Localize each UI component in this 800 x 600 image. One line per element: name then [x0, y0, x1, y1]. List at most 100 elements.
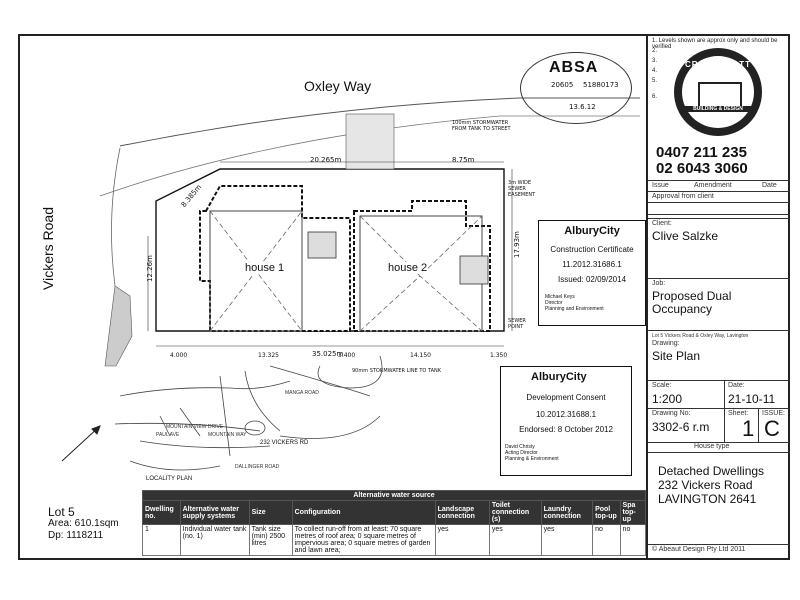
- desc-line-2: 232 Vickers Road: [658, 478, 753, 492]
- road-edge-line: [99, 115, 640, 197]
- locality-plan-label: LOCALITY PLAN: [146, 476, 193, 482]
- absa-stamp: ABSA 20605 51880173 13.6.12: [520, 52, 632, 124]
- cc-org: AlburyCity: [564, 225, 620, 237]
- dc-title: Development Consent: [526, 393, 606, 402]
- wt-header: Toilet connection (s): [488, 500, 542, 525]
- cc-title: Construction Certificate: [550, 245, 634, 254]
- scale-value: 1:200: [652, 392, 683, 406]
- loc-street-3: MANGA ROAD: [285, 390, 319, 396]
- loc-street-2: MOUNTAIN WAY: [208, 432, 247, 438]
- wt-cell: yes: [488, 524, 542, 556]
- address-small: Lot 5 Vickers Road & Oxley Way, Lavingto…: [652, 333, 749, 339]
- stormwater-line: [317, 355, 383, 389]
- wt-cell: no: [592, 524, 621, 556]
- water-source-table: Alternative water source Dwelling no. Al…: [142, 490, 647, 556]
- note-5: 5.: [652, 78, 658, 84]
- lot-area: Area: 610.1sqm: [48, 518, 119, 529]
- table-row: 1 Individual water tank (no. 1) Tank siz…: [142, 524, 647, 556]
- drawing-no-label: Drawing No:: [652, 410, 691, 417]
- site-plan: MOUNTAIN VIEW DRIVE PAUL AVE MOUNTAIN WA…: [61, 97, 640, 471]
- house-1-porch: [307, 231, 337, 259]
- locality-map: [114, 365, 381, 471]
- wt-cell: no: [619, 524, 647, 556]
- house-1-outline: [199, 185, 351, 332]
- date-label: Date:: [728, 382, 745, 389]
- wt-cell: yes: [434, 524, 490, 556]
- wt-header: Spa top-up: [619, 500, 647, 525]
- dim-top-right: 8.75m: [452, 156, 475, 164]
- wt-cell: Tank size (min) 2500 litres: [248, 524, 293, 556]
- wt-header: Size: [248, 500, 293, 525]
- date-header: Date: [762, 182, 777, 189]
- house-type-label: House type: [694, 443, 730, 450]
- dc-endorsed: Endorsed: 8 October 2012: [519, 425, 613, 434]
- cc-role2: Planning and Environment: [545, 306, 604, 312]
- sheet-label: Sheet:: [728, 410, 749, 417]
- wt-header: Pool top-up: [592, 500, 621, 525]
- wt-header: Laundry connection: [540, 500, 594, 525]
- dc-number: 10.2012.31688.1: [535, 410, 597, 419]
- company-name: CRAIG SCOTT: [684, 60, 752, 69]
- job-label: Job:: [652, 280, 666, 287]
- wt-header: Dwelling no.: [142, 500, 181, 525]
- client-name: Clive Salzke: [652, 229, 719, 243]
- desc-line-1: Detached Dwellings: [658, 464, 765, 478]
- wt-cell: Individual water tank (no. 1): [179, 524, 250, 556]
- wt-cell: To collect run-off from at least: 70 squ…: [291, 524, 436, 556]
- sewer-point-note: SEWER POINT: [508, 318, 526, 330]
- company-name-2: BUILDING & DESIGN: [680, 106, 756, 112]
- street-oxley-way: Oxley Way: [304, 78, 372, 94]
- job-line-1: Proposed Dual: [652, 289, 732, 303]
- house-1-label: house 1: [245, 262, 285, 274]
- dim-b2: 13.325: [258, 352, 279, 359]
- issue-label: ISSUE:: [762, 410, 785, 417]
- dim-left: 12.26m: [146, 255, 154, 282]
- cc-number: 11.2012.31686.1: [562, 260, 622, 269]
- amendment-header: Amendment: [694, 182, 732, 189]
- wt-cell: 1: [142, 524, 181, 556]
- client-label: Client:: [652, 220, 672, 227]
- loc-street-1: PAUL AVE: [156, 432, 180, 438]
- note-1: 1. Levels shown are approx only and shou…: [652, 38, 778, 50]
- dc-role2: Planning & Environment: [505, 456, 559, 462]
- phone-2: 02 6043 3060: [656, 160, 748, 177]
- company-logo: CRAIG SCOTT BUILDING & DESIGN: [674, 48, 762, 136]
- desc-line-3: LAVINGTON 2641: [658, 492, 757, 506]
- dim-bottom: 35.025m: [312, 350, 344, 358]
- lot-dp: Dp: 1118211: [48, 530, 104, 541]
- loc-street-4: DALLINGER ROAD: [235, 464, 280, 470]
- cc-issued: Issued: 02/09/2014: [557, 275, 627, 284]
- date-value: 21-10-11: [728, 392, 776, 406]
- drawing-title: Site Plan: [652, 349, 701, 363]
- issue-value: C: [764, 416, 780, 441]
- stormwater-note-2: 90mm STORMWATER LINE TO TANK: [352, 368, 442, 374]
- dc-role1: Acting Director: [505, 450, 538, 456]
- dim-b3: 3.400: [338, 352, 356, 359]
- sheet-number: 1: [742, 416, 755, 441]
- note-6: 6.: [652, 94, 658, 100]
- scale-label: Scale:: [652, 382, 672, 389]
- stormwater-note: 100mm STORMWATER FROM TANK TO STREET: [452, 120, 511, 132]
- house-logo-icon: [698, 82, 742, 108]
- loc-street-0: MOUNTAIN VIEW DRIVE: [166, 424, 224, 430]
- absa-line1: 20605: [551, 81, 574, 89]
- drawing-no: 3302-6 r.m: [652, 420, 710, 434]
- construction-certificate-stamp: AlburyCity Construction Certificate 11.2…: [538, 220, 646, 326]
- street-vickers-road: Vickers Road: [40, 206, 56, 290]
- development-consent-stamp: AlburyCity Development Consent 10.2012.3…: [500, 366, 632, 476]
- wt-header: Configuration: [291, 500, 436, 525]
- phone-1: 0407 211 235: [656, 144, 747, 161]
- house-2-label: house 2: [388, 262, 428, 274]
- note-4: 4.: [652, 68, 658, 74]
- wt-header: Alternative water supply systems: [179, 500, 250, 525]
- cc-role1: Director: [545, 300, 563, 306]
- dc-org: AlburyCity: [531, 371, 587, 383]
- note-2: 2.: [652, 48, 658, 54]
- approval-row: Approval from client: [652, 193, 714, 200]
- wt-cell: yes: [540, 524, 594, 556]
- title-block: 1. Levels shown are approx only and shou…: [646, 34, 790, 560]
- vickers-kerb: [111, 147, 121, 287]
- drawing-label: Drawing:: [652, 340, 680, 347]
- dim-b1: 4.000: [170, 352, 188, 359]
- absa-logo: ABSA: [549, 59, 599, 76]
